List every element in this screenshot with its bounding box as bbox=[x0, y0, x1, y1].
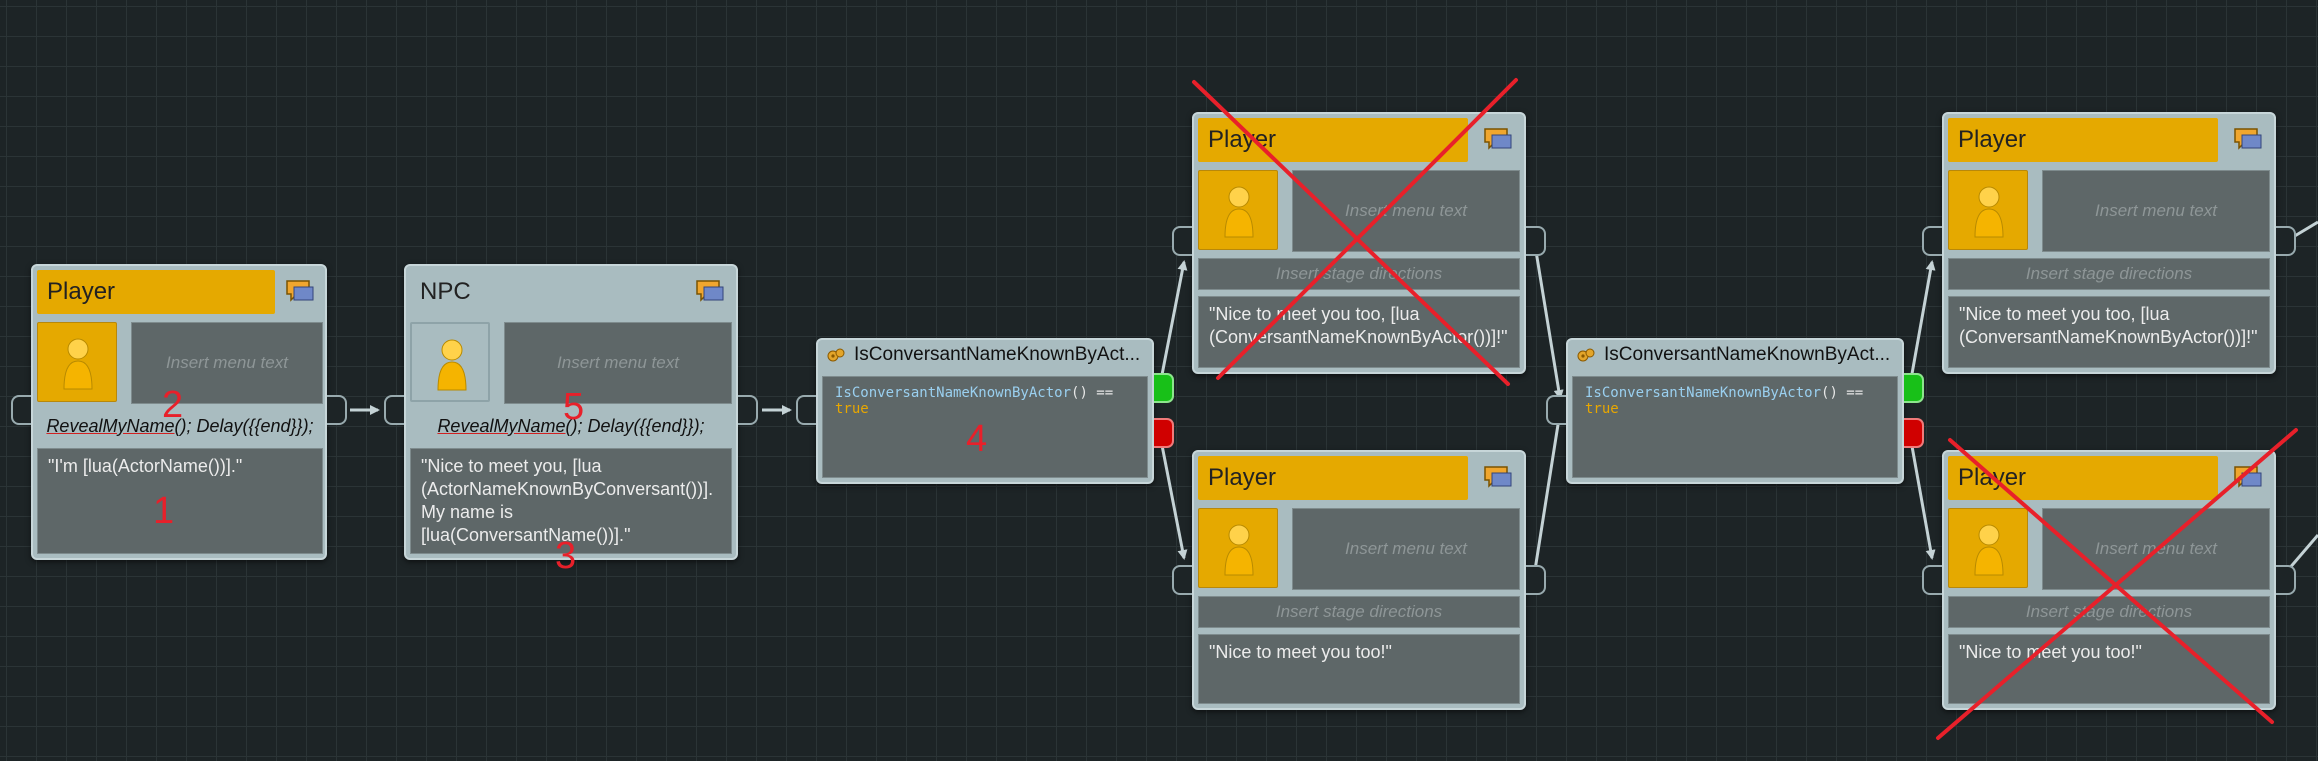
node-header: Player bbox=[1198, 456, 1468, 500]
menu-text-field[interactable]: Insert menu text bbox=[1292, 508, 1520, 590]
script-function: RevealMyName bbox=[437, 415, 566, 436]
dialogue-text-field[interactable]: "Nice to meet you too, [lua (ConversantN… bbox=[1948, 296, 2270, 368]
actor-avatar bbox=[1948, 508, 2028, 588]
annotation-number-5: 5 bbox=[563, 386, 585, 428]
expression-keyword: true bbox=[835, 401, 869, 417]
node2-input-port[interactable] bbox=[384, 395, 404, 425]
node-header: Player bbox=[1948, 118, 2218, 162]
dialogue-node-player-4[interactable]: Player Insert menu text Insert stage dir… bbox=[1192, 450, 1526, 710]
gear-icon bbox=[1577, 348, 1595, 362]
dialogue-line-2: (ConversantNameKnownByActor())]!" bbox=[1959, 327, 2258, 347]
actor-figure-icon bbox=[437, 339, 467, 391]
expression-function: IsConversantNameKnownByActor bbox=[835, 385, 1072, 401]
condition-title: IsConversantNameKnownByAct... bbox=[1576, 344, 1890, 366]
dialogue-text-field[interactable]: "Nice to meet you too!" bbox=[1948, 634, 2270, 704]
node-header: Player bbox=[1198, 118, 1468, 162]
node-header: NPC bbox=[410, 270, 680, 314]
dialogue-line-2: (ConversantNameKnownByActor())]!" bbox=[1209, 327, 1508, 347]
dialogue-node-player-3[interactable]: Player Insert menu text Insert stage dir… bbox=[1192, 112, 1526, 374]
node6-output-port[interactable] bbox=[2276, 565, 2296, 595]
node2-output-port[interactable] bbox=[738, 395, 758, 425]
stage-directions-field[interactable]: Insert stage directions bbox=[1948, 258, 2270, 290]
dialogue-node-player-6[interactable]: Player Insert menu text Insert stage dir… bbox=[1942, 450, 2276, 710]
menu-text-field[interactable]: Insert menu text bbox=[504, 322, 732, 404]
script-args: (); Delay({{end}}); bbox=[174, 415, 314, 436]
speech-bubble-icon bbox=[2234, 466, 2262, 488]
expression-operator: () == bbox=[1071, 385, 1114, 401]
condition-expression[interactable]: IsConversantNameKnownByActor() == true bbox=[822, 376, 1148, 478]
actor-figure-icon bbox=[63, 338, 93, 390]
node6-input-port[interactable] bbox=[1922, 565, 1942, 595]
dialogue-line-1: "Nice to meet you too, [lua bbox=[1209, 304, 1420, 324]
condition-node-1[interactable]: IsConversantNameKnownByAct... IsConversa… bbox=[816, 338, 1154, 484]
condition-title-text: IsConversantNameKnownByAct... bbox=[1604, 344, 1891, 365]
annotation-number-4: 4 bbox=[966, 418, 988, 460]
condition-node-2[interactable]: IsConversantNameKnownByAct... IsConversa… bbox=[1566, 338, 1904, 484]
annotation-number-2: 2 bbox=[162, 384, 184, 426]
menu-text-field[interactable]: Insert menu text bbox=[131, 322, 323, 404]
actor-avatar bbox=[410, 322, 490, 402]
condition2-input-port[interactable] bbox=[1546, 395, 1566, 425]
speech-bubble-icon bbox=[1484, 466, 1512, 488]
actor-avatar bbox=[1198, 508, 1278, 588]
node4-output-port[interactable] bbox=[1526, 565, 1546, 595]
menu-text-field[interactable]: Insert menu text bbox=[2042, 170, 2270, 252]
speech-bubble-icon bbox=[2234, 128, 2262, 150]
script-function: RevealMyName bbox=[46, 415, 175, 436]
dialogue-node-player-5[interactable]: Player Insert menu text Insert stage dir… bbox=[1942, 112, 2276, 374]
actor-avatar bbox=[1198, 170, 1278, 250]
actor-avatar bbox=[37, 322, 117, 402]
node-header: Player bbox=[1948, 456, 2218, 500]
expression-operator: () == bbox=[1821, 385, 1864, 401]
annotation-number-1: 1 bbox=[153, 490, 175, 532]
node5-input-port[interactable] bbox=[1922, 226, 1942, 256]
node4-input-port[interactable] bbox=[1172, 565, 1192, 595]
node5-output-port[interactable] bbox=[2276, 226, 2296, 256]
condition-title: IsConversantNameKnownByAct... bbox=[826, 344, 1140, 366]
actor-figure-icon bbox=[1224, 524, 1254, 576]
dialogue-text-field[interactable]: "Nice to meet you too!" bbox=[1198, 634, 1520, 704]
condition1-false-port[interactable] bbox=[1154, 418, 1174, 448]
expression-keyword: true bbox=[1585, 401, 1619, 417]
speech-bubble-icon bbox=[696, 280, 724, 302]
node1-output-port[interactable] bbox=[327, 395, 347, 425]
dialogue-text-field[interactable]: "I'm [lua(ActorName())]." bbox=[37, 448, 323, 554]
dialogue-text-field[interactable]: "Nice to meet you, [lua (ActorNameKnownB… bbox=[410, 448, 732, 554]
expression-function: IsConversantNameKnownByActor bbox=[1585, 385, 1822, 401]
actor-figure-icon bbox=[1974, 524, 2004, 576]
speech-bubble-icon bbox=[1484, 128, 1512, 150]
annotation-number-3: 3 bbox=[555, 535, 577, 577]
actor-avatar bbox=[1948, 170, 2028, 250]
node-header: Player bbox=[37, 270, 275, 314]
condition2-false-port[interactable] bbox=[1904, 418, 1924, 448]
script-field[interactable]: RevealMyName(); Delay({{end}}); bbox=[410, 410, 732, 442]
node3-output-port[interactable] bbox=[1526, 226, 1546, 256]
dialogue-line-1: "Nice to meet you too, [lua bbox=[1959, 304, 2170, 324]
node1-input-port[interactable] bbox=[11, 395, 31, 425]
condition-title-text: IsConversantNameKnownByAct... bbox=[854, 344, 1141, 365]
stage-directions-field[interactable]: Insert stage directions bbox=[1198, 596, 1520, 628]
dialogue-line-1: "Nice to meet you, [lua bbox=[421, 456, 602, 476]
dialogue-text-field[interactable]: "Nice to meet you too, [lua (ConversantN… bbox=[1198, 296, 1520, 368]
condition1-true-port[interactable] bbox=[1154, 373, 1174, 403]
script-field[interactable]: RevealMyName(); Delay({{end}}); bbox=[37, 410, 323, 442]
dialogue-line-3: My name is [lua(ConversantName())]." bbox=[421, 502, 631, 545]
node3-input-port[interactable] bbox=[1172, 226, 1192, 256]
script-args: (); Delay({{end}}); bbox=[565, 415, 705, 436]
stage-directions-field[interactable]: Insert stage directions bbox=[1948, 596, 2270, 628]
condition2-true-port[interactable] bbox=[1904, 373, 1924, 403]
condition-expression[interactable]: IsConversantNameKnownByActor() == true bbox=[1572, 376, 1898, 478]
menu-text-field[interactable]: Insert menu text bbox=[2042, 508, 2270, 590]
gear-icon bbox=[827, 348, 845, 362]
dialogue-node-npc[interactable]: NPC Insert menu text RevealMyName(); Del… bbox=[404, 264, 738, 560]
dialogue-line-2: (ActorNameKnownByConversant())]. bbox=[421, 479, 714, 499]
speech-bubble-icon bbox=[286, 280, 314, 302]
stage-directions-field[interactable]: Insert stage directions bbox=[1198, 258, 1520, 290]
menu-text-field[interactable]: Insert menu text bbox=[1292, 170, 1520, 252]
actor-figure-icon bbox=[1974, 186, 2004, 238]
actor-figure-icon bbox=[1224, 186, 1254, 238]
condition1-input-port[interactable] bbox=[796, 395, 816, 425]
dialogue-node-player-1[interactable]: Player Insert menu text RevealMyName(); … bbox=[31, 264, 327, 560]
